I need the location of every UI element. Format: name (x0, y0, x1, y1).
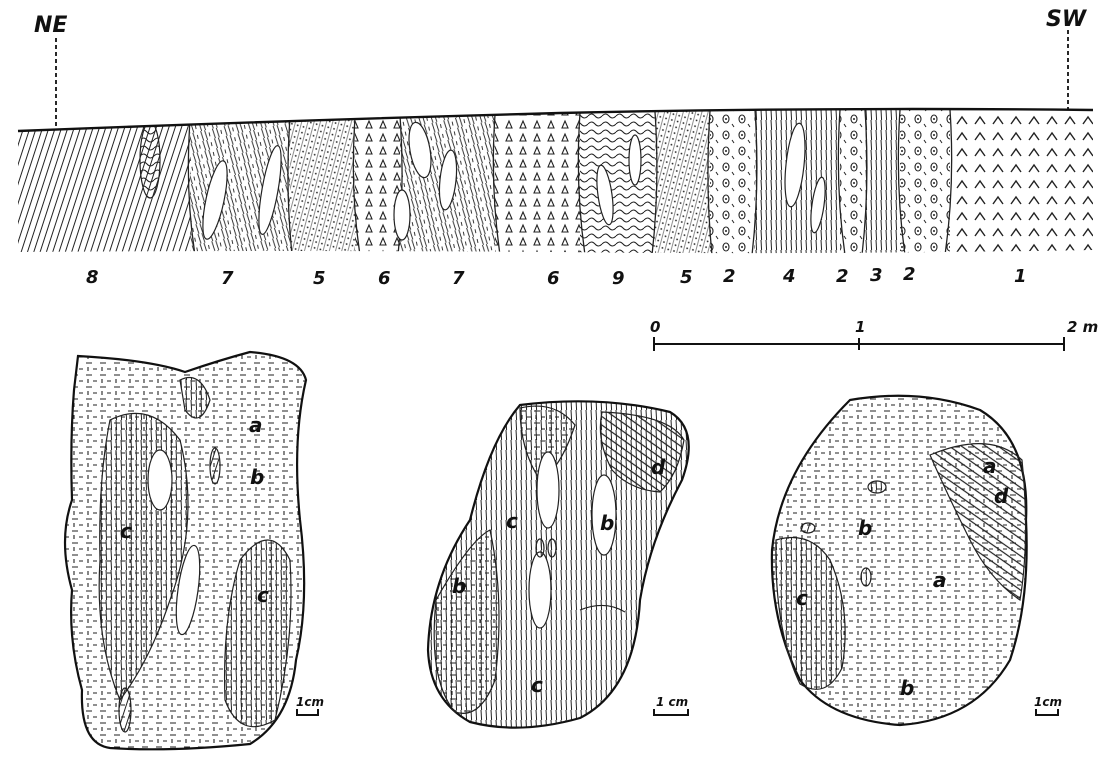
layer-number: 8 (86, 267, 99, 288)
layer-number: 5 (680, 267, 693, 288)
zone-label-b: b (452, 574, 466, 598)
layer-6b-fill (495, 100, 580, 260)
geological-section: NE SW 8 7 5 6 7 6 9 5 2 4 2 3 2 1 (15, 7, 1100, 289)
sample-scale-label: 1cm (296, 695, 324, 709)
zone-label-c: c (531, 673, 543, 697)
zone-label-c: c (120, 519, 132, 543)
scale-bar-label: 0 (650, 318, 660, 336)
rock-sample-2: d c b b c 1 cm (428, 401, 689, 727)
zone-label-a: a (249, 413, 263, 437)
layer-number: 2 (836, 266, 849, 287)
layer-number: 4 (782, 266, 796, 287)
sample-scale-label: 1 cm (656, 695, 688, 709)
rock-sample-1: a b c c 1cm (65, 352, 324, 749)
zone-label-b: b (250, 465, 264, 489)
layer-number: 7 (221, 268, 234, 289)
layer-number: 7 (452, 268, 465, 289)
layer-3-fill (865, 100, 900, 260)
layer-number: 6 (378, 268, 391, 289)
zone-label-a: a (983, 454, 997, 478)
sample-2-scale: 1 cm (654, 695, 688, 716)
layer-1-fill (950, 100, 1100, 260)
zone-label-a: a (933, 568, 947, 592)
layer-number: 3 (870, 265, 883, 286)
zone-label-c: c (796, 586, 808, 610)
zone-label-b: b (858, 516, 872, 540)
orientation-ne: NE (34, 13, 67, 38)
layer-8-fill (15, 100, 190, 260)
orientation-sw: SW (1046, 7, 1088, 32)
zone-label-c: c (257, 583, 269, 607)
layer-5-fill (290, 100, 355, 260)
layer-2c-fill (900, 100, 950, 260)
zone-label-b: b (900, 676, 914, 700)
layer-6-fill (355, 100, 400, 260)
sample-1-scale: 1cm (296, 695, 324, 716)
sample-3-scale: 1cm (1034, 695, 1062, 716)
layer-number: 9 (612, 268, 625, 289)
layer-number: 2 (723, 266, 736, 287)
scale-bar-label: 1 (855, 318, 865, 336)
layer-9-fill (580, 100, 655, 260)
zone-label-b: b (600, 511, 614, 535)
layer-number: 6 (547, 268, 560, 289)
rock-sample-3: a d b a c b 1cm (772, 396, 1062, 725)
layer-5b-fill (655, 100, 710, 260)
layer-number: 5 (313, 268, 326, 289)
layer-numbers: 8 7 5 6 7 6 9 5 2 4 2 3 2 1 (86, 264, 1027, 289)
layer-number: 2 (903, 264, 916, 285)
zone-label-d: d (994, 484, 1009, 508)
layer-number: 1 (1014, 266, 1027, 287)
zone-label-d: d (651, 455, 666, 479)
layer-2b-fill (840, 100, 865, 260)
sample-scale-label: 1cm (1034, 695, 1062, 709)
layer-2-fill (710, 100, 755, 260)
zone-label-c: c (506, 509, 518, 533)
scale-bar-label: 2 m (1067, 318, 1098, 336)
section-scale-bar: 0 1 2 m (650, 318, 1098, 351)
